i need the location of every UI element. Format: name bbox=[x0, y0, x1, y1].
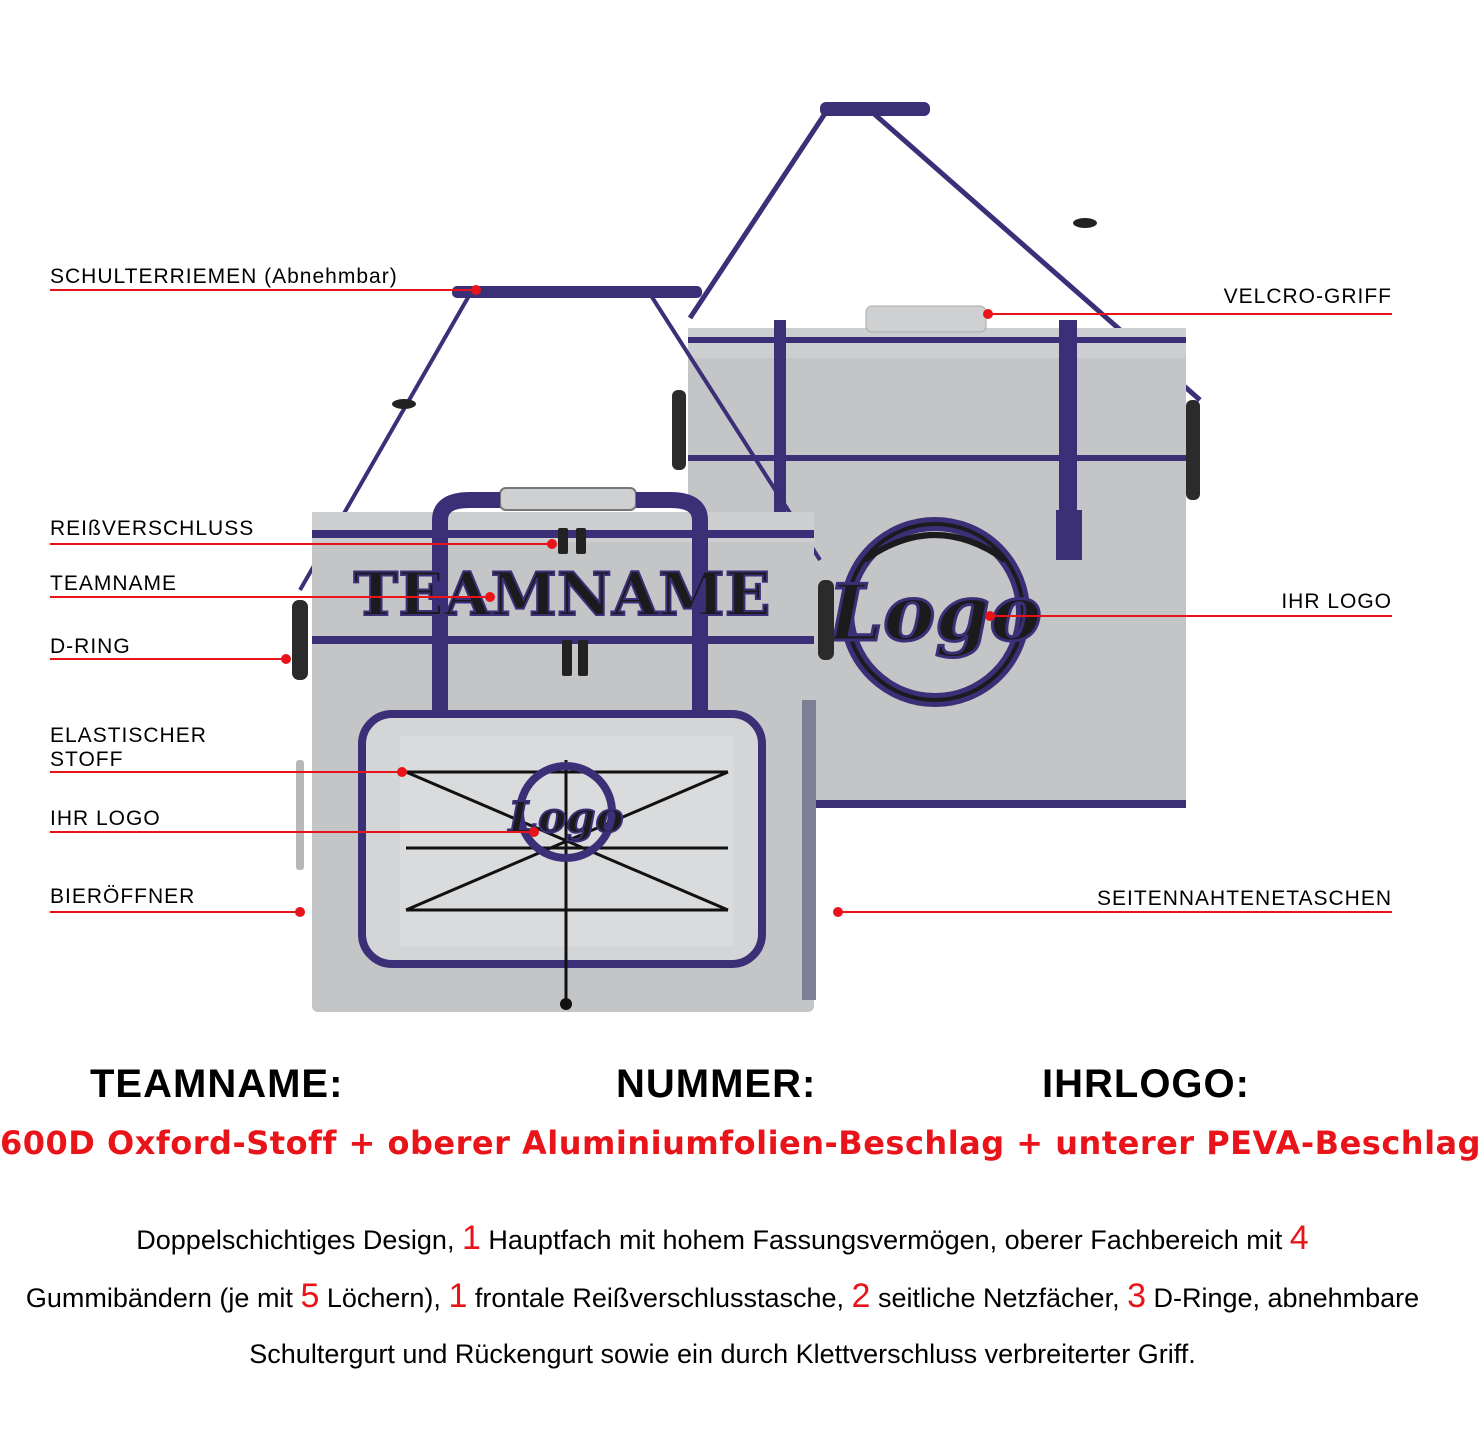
description-text: Löchern), bbox=[319, 1283, 449, 1313]
callout-zipper: REIßVERSCHLUSS bbox=[50, 517, 255, 540]
description-text: seitliche Netzfächer, bbox=[870, 1283, 1128, 1313]
bag-illustration: Logo TEAMNAME bbox=[50, 102, 1392, 1012]
description-text: frontale Reißverschlusstasche, bbox=[467, 1283, 852, 1313]
strap-buckle-icon bbox=[1073, 218, 1097, 228]
callout-mesh: SEITENNAHTENETASCHEN bbox=[1097, 887, 1392, 910]
front-logo-text: Logo bbox=[508, 793, 624, 842]
front-teamname-text: TEAMNAME bbox=[354, 560, 771, 630]
description-text: Hauptfach mit hohem Fassungsvermögen, ob… bbox=[480, 1225, 1290, 1255]
description-paragraph: Doppelschichtiges Design, 1 Hauptfach mi… bbox=[0, 1210, 1445, 1382]
callout-shoulder-strap: SCHULTERRIEMEN (Abnehmbar) bbox=[50, 265, 398, 288]
callout-logo-front: IHR LOGO bbox=[50, 807, 161, 830]
description-text: D-Ringe, abnehmbare Schultergurt und Rüc… bbox=[249, 1283, 1420, 1369]
callout-teamname: TEAMNAME bbox=[50, 572, 178, 595]
callout-lines bbox=[50, 285, 1392, 917]
strap-buckle-icon bbox=[392, 399, 416, 409]
description-number: 5 bbox=[300, 1277, 320, 1315]
field-nummer: NUMMER: bbox=[616, 1062, 817, 1106]
description-number: 1 bbox=[448, 1277, 468, 1315]
field-teamname: TEAMNAME: bbox=[90, 1062, 344, 1106]
callout-elastic: ELASTISCHER STOFF bbox=[50, 724, 207, 771]
description-number: 2 bbox=[851, 1277, 871, 1315]
callout-opener: BIERÖFFNER bbox=[50, 885, 196, 908]
field-logo: IHRLOGO: bbox=[1042, 1062, 1250, 1106]
callout-velcro: VELCRO-GRIFF bbox=[1223, 285, 1392, 308]
description-text: Doppelschichtiges Design, bbox=[136, 1225, 462, 1255]
callout-d-ring: D-RING bbox=[50, 635, 131, 658]
strap-pad-front bbox=[452, 286, 702, 298]
description-number: 4 bbox=[1289, 1219, 1309, 1257]
material-line: 600D Oxford-Stoff + oberer Aluminiumfoli… bbox=[0, 1124, 1481, 1162]
description-number: 3 bbox=[1127, 1277, 1146, 1315]
strap-pad-back bbox=[820, 102, 930, 116]
front-bag: TEAMNAME bbox=[292, 286, 834, 1012]
description-text: Gummibändern (je mit bbox=[25, 1283, 301, 1313]
description-number: 1 bbox=[461, 1219, 481, 1257]
callout-logo-back: IHR LOGO bbox=[1281, 590, 1392, 613]
back-logo-text: Logo bbox=[826, 568, 1041, 659]
product-infographic: Logo TEAMNAME bbox=[0, 102, 1481, 1382]
